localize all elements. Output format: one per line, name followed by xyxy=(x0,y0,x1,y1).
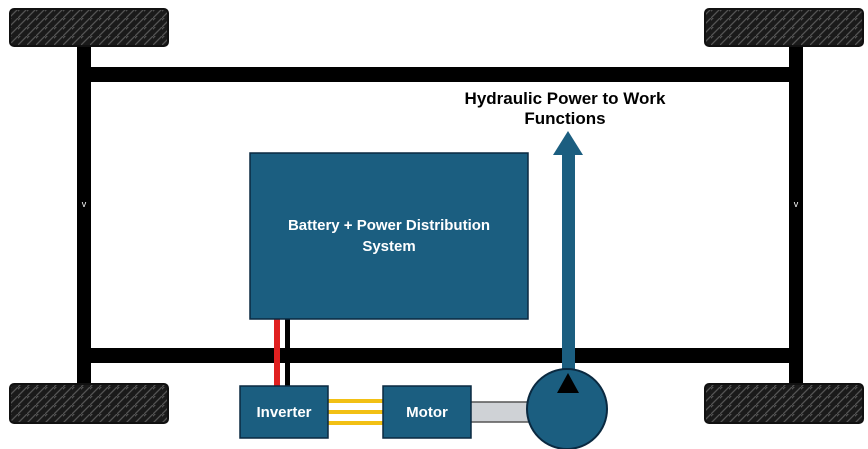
battery-power-distribution-box xyxy=(249,152,529,320)
tire-front-right-icon xyxy=(704,8,864,47)
ac-phase-wires xyxy=(327,399,384,425)
motor-label: Motor xyxy=(406,403,448,421)
hydraulic-power-arrow-shaft xyxy=(562,152,575,377)
inverter-label: Inverter xyxy=(256,403,312,421)
vehicle-frame xyxy=(77,27,803,387)
tire-front-left-icon xyxy=(9,8,169,47)
frame-mark-left: v xyxy=(81,199,87,209)
motor-box xyxy=(382,385,472,439)
hydraulic-pump-icon xyxy=(526,368,608,449)
inverter-box xyxy=(239,385,329,439)
frame-crossbar-bottom xyxy=(77,348,803,363)
frame-rail-left xyxy=(77,27,91,387)
pump-direction-triangle xyxy=(557,373,579,393)
tire-rear-right-icon xyxy=(704,383,864,424)
hydraulic-power-label: Hydraulic Power to Work Functions xyxy=(464,89,666,128)
frame-crossbar-top xyxy=(77,67,803,82)
positive-dc-wire xyxy=(274,318,280,387)
frame-mark-right: v xyxy=(793,199,799,209)
negative-dc-wire xyxy=(285,318,290,387)
arrow-up-icon xyxy=(553,131,583,155)
tire-rear-left-icon xyxy=(9,383,169,424)
drive-shaft xyxy=(469,401,533,423)
battery-label: Battery + Power Distribution System xyxy=(287,217,491,255)
frame-rail-right xyxy=(789,27,803,387)
